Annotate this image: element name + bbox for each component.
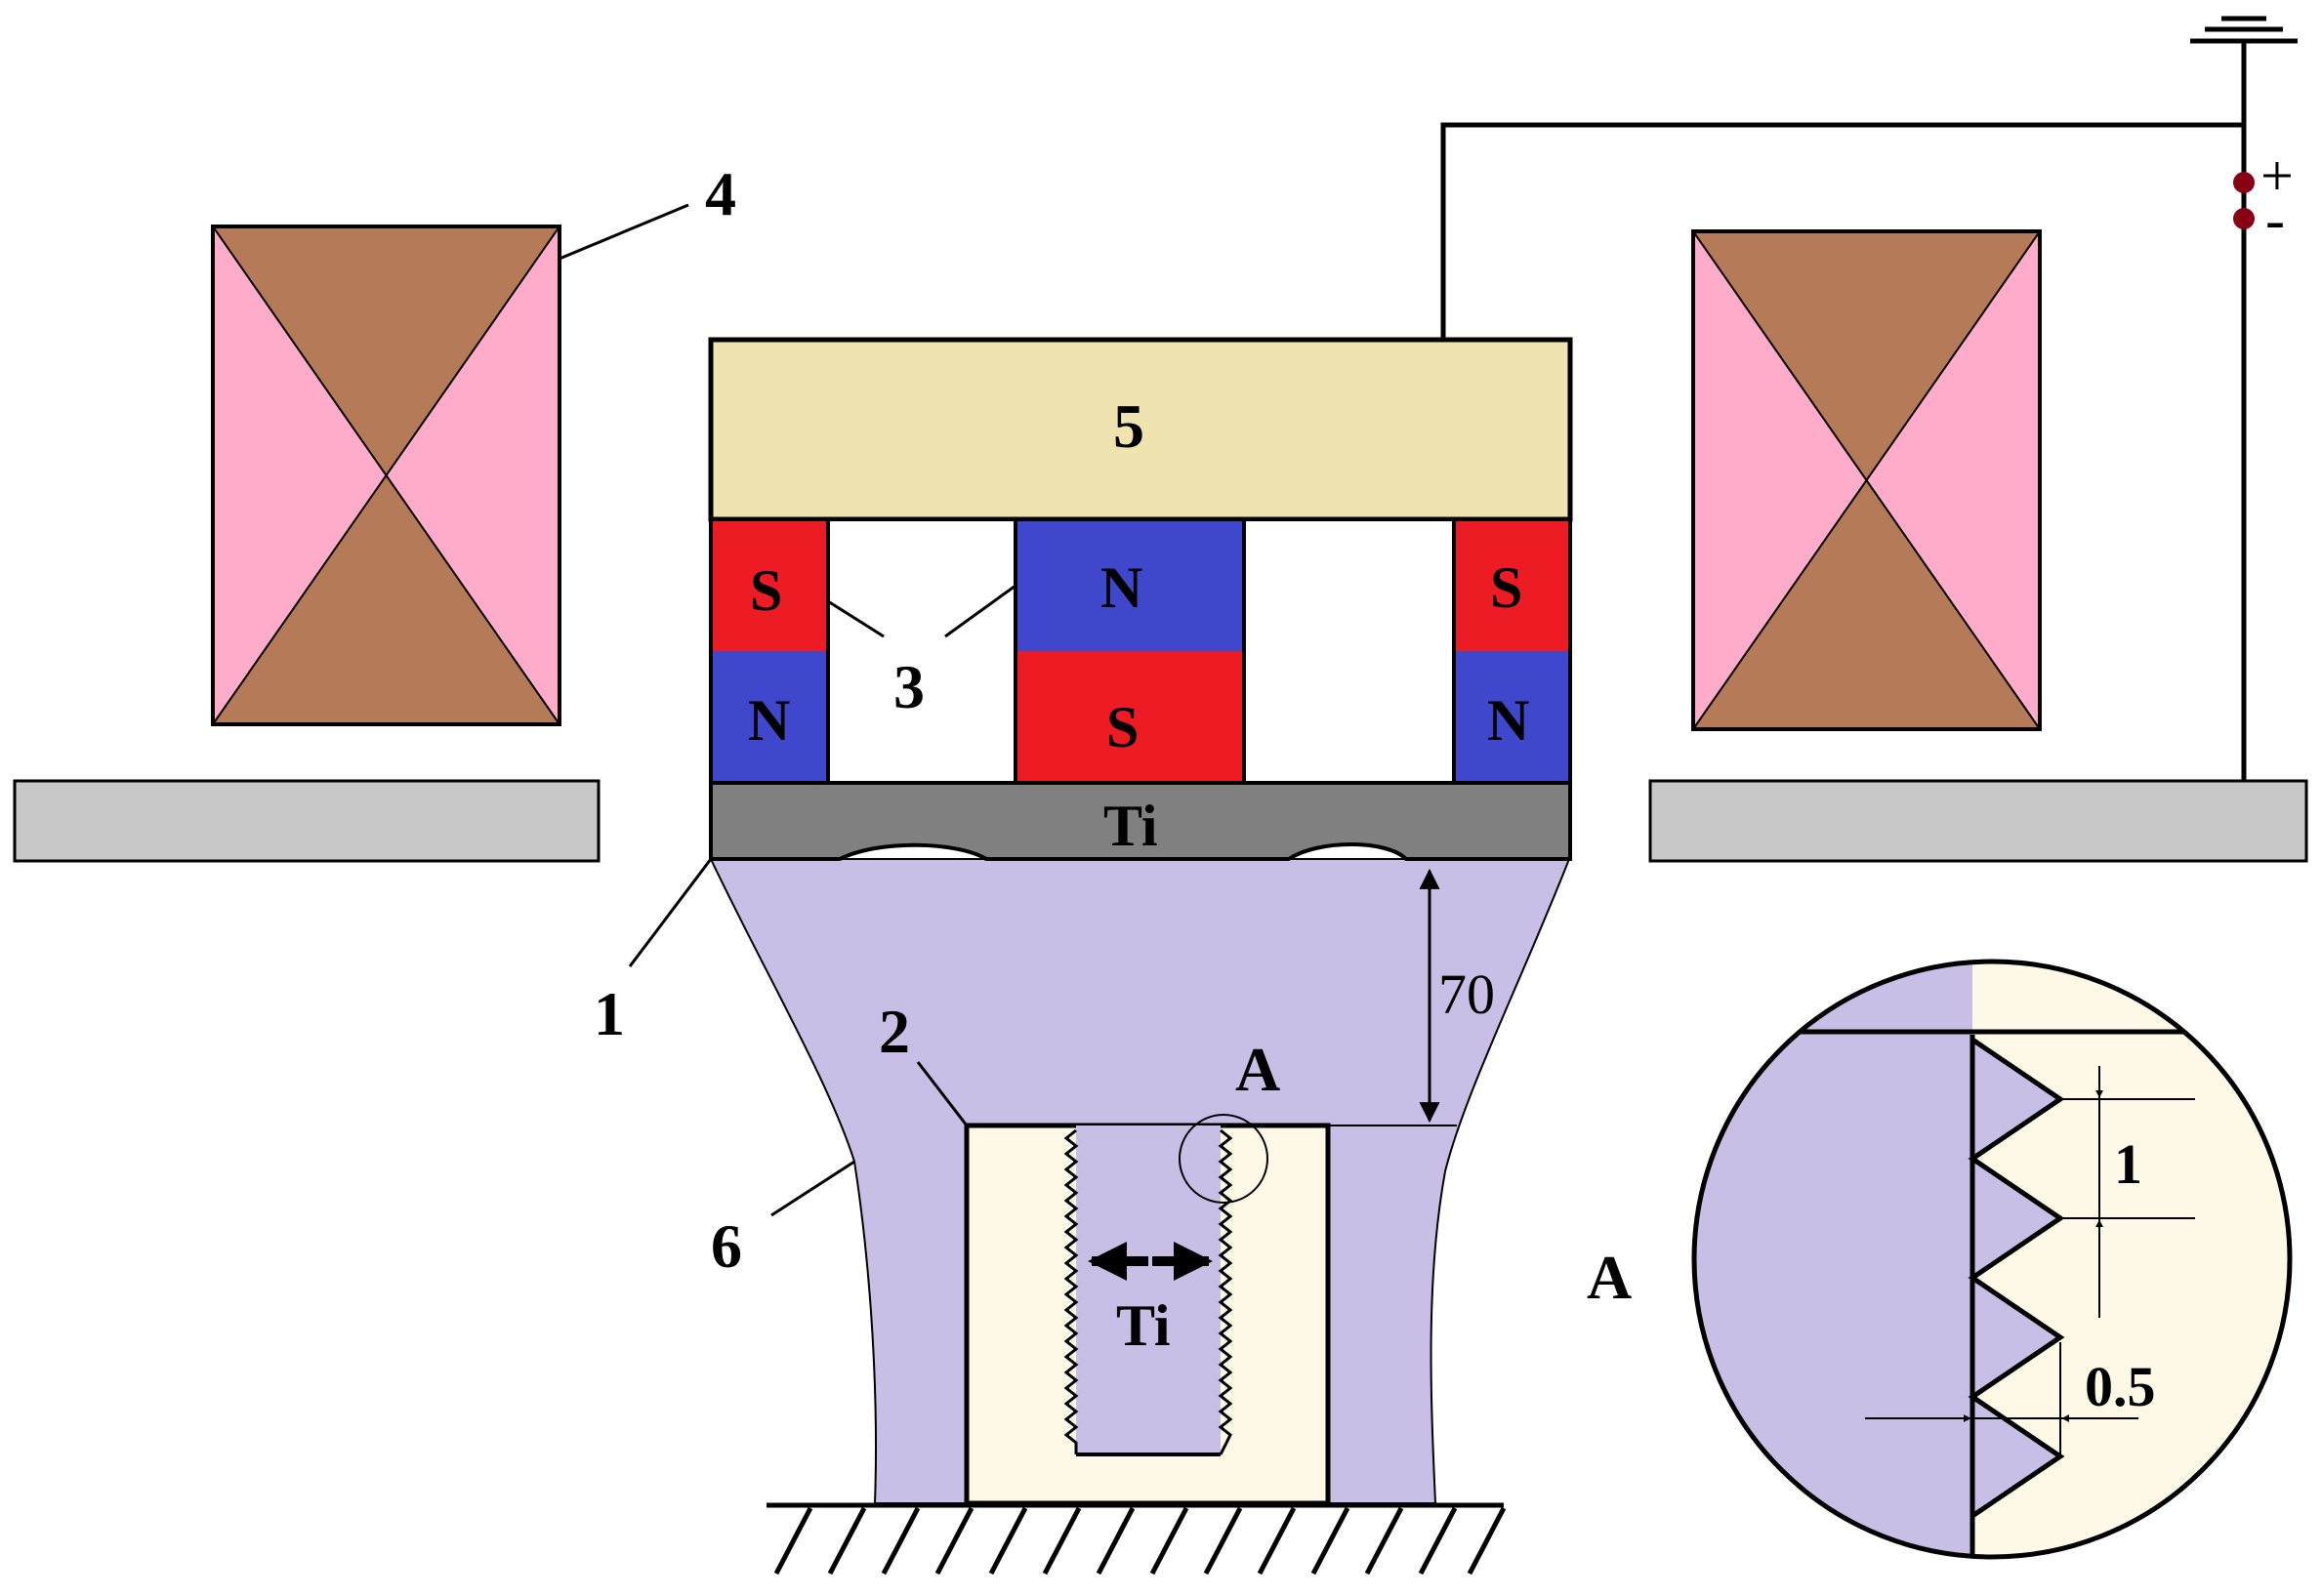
sample-thread-left (1063, 1128, 1079, 1454)
label-magnets: 3 (893, 652, 925, 721)
left-table (13, 779, 601, 863)
pitch-label: 1 (2114, 1132, 2142, 1196)
right-table (1648, 779, 2308, 863)
power-plus-label: + (2260, 143, 2294, 208)
magnet-left-bottom-label: N (748, 688, 790, 753)
magnet-center-bottom (1016, 651, 1244, 781)
power-minus-label: - (2265, 187, 2285, 252)
magnet-left-top-label: S (750, 558, 782, 623)
magnet-center-top-label: N (1100, 555, 1142, 620)
label-coil: 4 (705, 159, 736, 228)
label-detail-title: A (1587, 1243, 1632, 1312)
sample-material-label: Ti (1116, 1293, 1171, 1358)
magnet-center-bottom-label: S (1106, 695, 1139, 759)
detail-view (1691, 959, 2293, 1560)
titanium-target (709, 781, 1572, 861)
power-terminal-minus (2233, 208, 2255, 229)
magnet-center-top (1016, 521, 1244, 651)
magnet-right-top-label: S (1490, 555, 1522, 620)
magnet-right-bottom (1454, 651, 1568, 781)
threaded-sample (1076, 1125, 1221, 1454)
sample-thread-right (1218, 1128, 1233, 1455)
right-coil (1691, 229, 2042, 731)
distance-label: 70 (1438, 962, 1495, 1026)
magnet-left-top (713, 521, 828, 651)
magnet-left-bottom (713, 651, 828, 781)
depth-label: 0.5 (2085, 1355, 2156, 1418)
power-terminal-plus (2233, 172, 2255, 193)
label-anode: 5 (1113, 391, 1144, 461)
power-circuit (1440, 16, 2298, 781)
magnet-right-bottom-label: N (1487, 688, 1529, 753)
target-material-label: Ti (1103, 794, 1158, 858)
label-cathode: 1 (594, 979, 625, 1048)
label-substrate: 2 (879, 997, 910, 1066)
label-plasma: 6 (711, 1211, 742, 1281)
ground-base (767, 1502, 1507, 1576)
leader-lines (559, 203, 1016, 1217)
magnet-right-top (1454, 521, 1568, 651)
magnet-block (709, 517, 1572, 785)
detail-marker-circle (1179, 1114, 1268, 1204)
left-coil (211, 225, 561, 726)
label-detail-marker: A (1235, 1035, 1280, 1104)
